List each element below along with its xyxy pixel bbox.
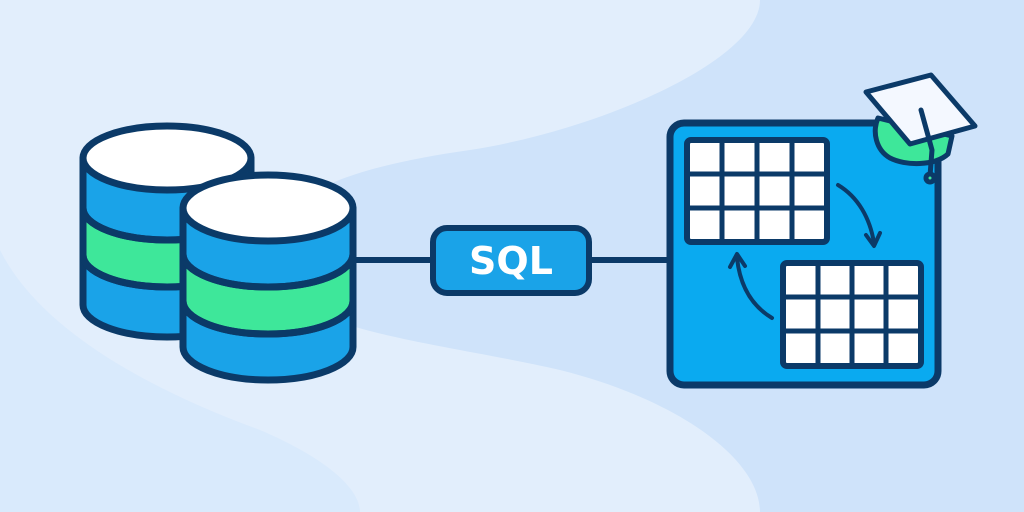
top-table-grid	[684, 137, 830, 245]
graduation-cap-icon	[863, 72, 978, 185]
bottom-table-grid	[780, 260, 924, 369]
sql-label: SQL	[469, 239, 553, 283]
sql-pill: SQL	[430, 225, 592, 296]
background-wave-left	[0, 250, 360, 512]
cycle-arrows-icon	[728, 183, 882, 320]
database-front-icon	[179, 171, 357, 384]
table-panel-icon	[666, 119, 942, 389]
